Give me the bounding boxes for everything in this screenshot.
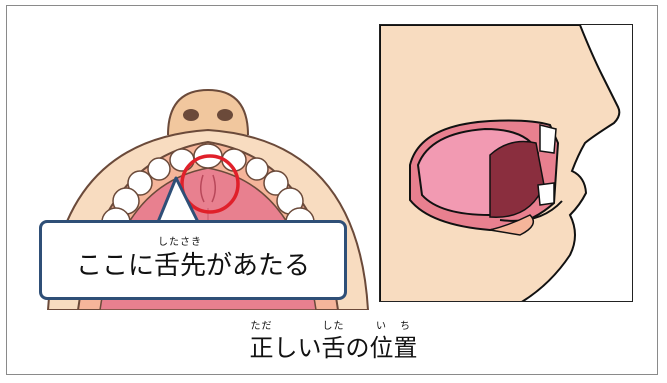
callout-text: ここにしたさき舌先があたる: [42, 237, 344, 282]
caption-text-1: しい: [273, 334, 322, 362]
caption-correct-tongue-position: ただ正しいした舌のい位ち置: [0, 321, 667, 363]
ruby-reading: したさき: [157, 237, 202, 248]
ruby-base-3: 位: [369, 334, 394, 362]
caption-text-2: の: [345, 334, 370, 362]
ruby-placement: ち置: [393, 321, 418, 363]
ruby-base-1: 正: [249, 334, 274, 362]
ruby-reading-3: い: [376, 321, 387, 332]
callout-text-before: ここに: [75, 251, 154, 281]
ruby-base-4: 置: [393, 334, 418, 362]
ruby-reading-2: した: [322, 321, 345, 332]
callout-text-after: があたる: [206, 251, 311, 281]
ruby-tongue: した舌: [321, 321, 346, 363]
ruby-correct: ただ正: [249, 321, 274, 363]
side-view-box: [379, 24, 633, 302]
ruby-base: 舌先: [153, 251, 206, 281]
ruby-tongue-tip: したさき舌先: [153, 237, 206, 282]
ruby-position: い位: [369, 321, 394, 363]
ruby-reading-4: ち: [400, 321, 411, 332]
ruby-reading-1: ただ: [250, 321, 273, 332]
callout-box: ここにしたさき舌先があたる: [39, 220, 347, 300]
ruby-base-2: 舌: [321, 334, 346, 362]
mouth-side-view-illustration: [380, 25, 621, 301]
